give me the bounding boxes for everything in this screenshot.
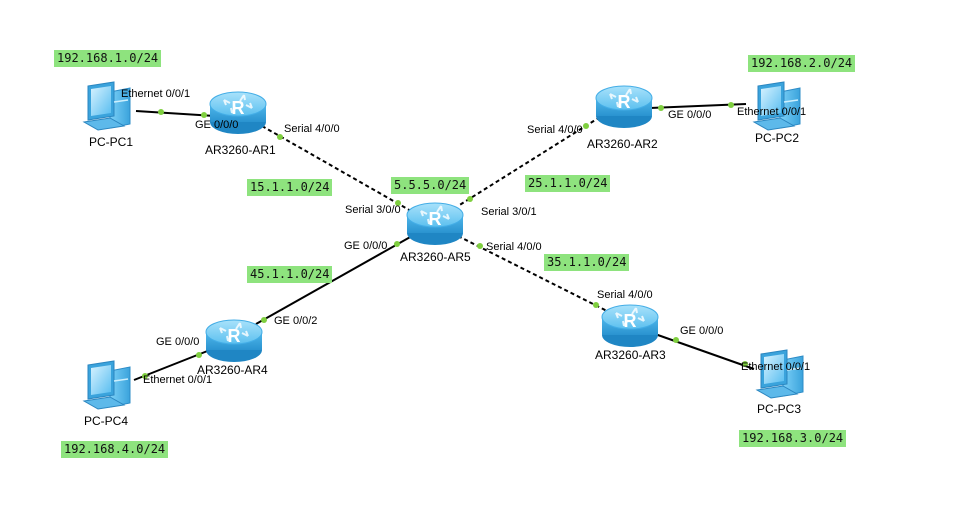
network-label-pc4-lan: 192.168.4.0/24 <box>61 441 169 458</box>
port-label-ar5-serial301: Serial 3/0/1 <box>481 206 537 218</box>
svg-text:R: R <box>618 92 631 112</box>
port-label-ar4-ge00: GE 0/0/0 <box>156 336 200 348</box>
svg-text:R: R <box>624 311 637 331</box>
port-label-ar1-ge: GE 0/0/0 <box>195 119 239 131</box>
device-name-pc1: PC-PC1 <box>89 135 134 149</box>
port-label-ar2-ge: GE 0/0/0 <box>668 109 712 121</box>
port-label-ar3-ge: GE 0/0/0 <box>680 325 724 337</box>
router-ar5-icon[interactable]: R <box>406 202 464 246</box>
port-label-ar2-serial: Serial 4/0/0 <box>527 124 583 136</box>
network-label-pc1-lan: 192.168.1.0/24 <box>54 50 162 67</box>
port-label-ar5-serial300: Serial 3/0/0 <box>345 204 401 216</box>
router-ar1-icon[interactable]: R <box>209 91 267 135</box>
pc3-icon[interactable] <box>756 349 804 399</box>
port-dots <box>142 102 748 379</box>
port-label-ar5-ge: GE 0/0/0 <box>344 240 388 252</box>
network-label-pc2-lan: 192.168.2.0/24 <box>748 55 856 72</box>
router-ar3-icon[interactable]: R <box>601 304 659 348</box>
link-ar5-ar4 <box>255 235 413 325</box>
port-label-ar4-ge02: GE 0/0/2 <box>274 315 318 327</box>
device-name-pc2: PC-PC2 <box>755 131 800 145</box>
device-name-pc4: PC-PC4 <box>84 414 129 428</box>
port-label-ar5-serial400: Serial 4/0/0 <box>486 241 542 253</box>
port-label-pc3-eth: Ethernet 0/0/1 <box>741 361 811 373</box>
svg-text:R: R <box>232 98 245 118</box>
network-label-ar4-ar5: 45.1.1.0/24 <box>247 266 333 283</box>
svg-text:R: R <box>429 209 442 229</box>
link-ar1-ar5 <box>261 125 412 212</box>
network-label-ar3-ar5: 35.1.1.0/24 <box>544 254 630 271</box>
router-ar4-icon[interactable]: R <box>205 319 263 363</box>
router-ar2-icon[interactable]: R <box>595 85 653 129</box>
link-ar3-pc3 <box>654 333 755 370</box>
port-label-pc2-eth: Ethernet 0/0/1 <box>737 106 807 118</box>
device-name-ar5: AR3260-AR5 <box>400 250 471 264</box>
port-label-ar1-serial: Serial 4/0/0 <box>284 123 340 135</box>
port-label-pc4-eth: Ethernet 0/0/1 <box>143 374 213 386</box>
device-name-ar2: AR3260-AR2 <box>587 137 658 151</box>
port-label-pc1-eth: Ethernet 0/0/1 <box>121 88 191 100</box>
pc4-icon[interactable] <box>83 360 131 410</box>
device-name-pc3: PC-PC3 <box>757 402 802 416</box>
network-label-ar2-ar5: 25.1.1.0/24 <box>525 175 611 192</box>
network-label-pc3-lan: 192.168.3.0/24 <box>739 430 847 447</box>
device-name-ar4: AR3260-AR4 <box>197 363 268 377</box>
device-name-ar1: AR3260-AR1 <box>205 143 276 157</box>
device-name-ar3: AR3260-AR3 <box>595 348 666 362</box>
network-label-ar5-loopback: 5.5.5.0/24 <box>391 177 470 194</box>
svg-text:R: R <box>228 326 241 346</box>
port-label-ar3-serial: Serial 4/0/0 <box>597 289 653 301</box>
network-label-ar1-ar5: 15.1.1.0/24 <box>247 179 333 196</box>
